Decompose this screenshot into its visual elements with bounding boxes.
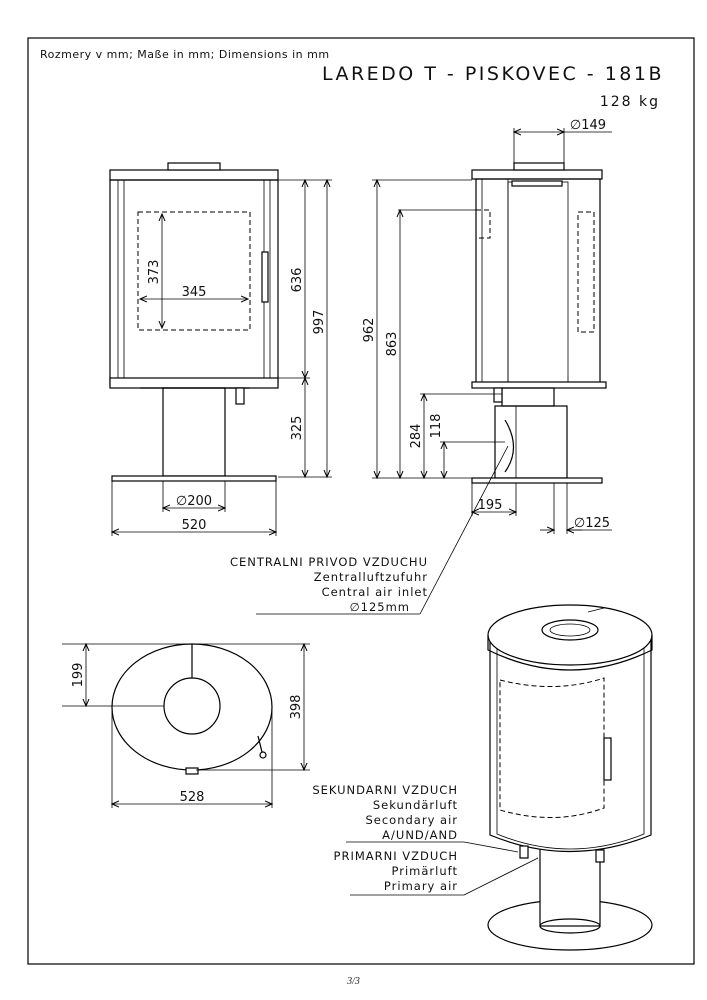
svg-text:Secondary air: Secondary air	[365, 813, 458, 827]
side-pedestal-pipe	[494, 405, 568, 479]
svg-text:398: 398	[289, 695, 304, 720]
front-pedestal-pipe	[162, 387, 226, 477]
svg-text:528: 528	[180, 790, 205, 805]
svg-text:Central air inlet: Central air inlet	[322, 585, 428, 599]
svg-text:PRIMARNI VZDUCH: PRIMARNI VZDUCH	[334, 849, 458, 863]
units-note: Rozmery v mm; Maße in mm; Dimensions in …	[40, 48, 330, 61]
svg-text:199: 199	[71, 663, 86, 688]
side-base-plate	[471, 477, 603, 484]
svg-text:SEKUNDARNI VZDUCH: SEKUNDARNI VZDUCH	[312, 783, 458, 797]
front-base-plate	[111, 475, 277, 482]
svg-text:Zentralluftzufuhr: Zentralluftzufuhr	[314, 570, 428, 584]
top-view	[111, 643, 273, 775]
svg-text:∅149: ∅149	[570, 118, 606, 133]
weight-label: 128 kg	[600, 94, 660, 110]
svg-text:Primärluft: Primärluft	[392, 864, 458, 878]
drawing-frame	[27, 37, 695, 965]
air-supply-labels: SEKUNDARNI VZDUCH Sekundärluft Secondary…	[312, 783, 539, 896]
top-view-flue-collar	[163, 677, 221, 735]
svg-text:863: 863	[385, 332, 400, 357]
perspective-view	[487, 604, 653, 951]
svg-text:997: 997	[312, 310, 327, 335]
svg-text:373: 373	[147, 260, 162, 285]
svg-text:118: 118	[429, 414, 444, 439]
front-glass-window	[137, 211, 251, 331]
central-air-callout: CENTRALNI PRIVOD VZDUCHU Zentralluftzufu…	[230, 445, 509, 615]
side-dimensions: ∅149 962 863 284 118 195 ∅125	[362, 118, 612, 534]
page-number: 3/3	[347, 976, 360, 987]
svg-text:CENTRALNI PRIVOD VZDUCHU: CENTRALNI PRIVOD VZDUCHU	[230, 555, 428, 569]
side-view	[471, 162, 607, 484]
svg-text:∅125mm: ∅125mm	[350, 600, 410, 614]
svg-text:Primary air: Primary air	[384, 879, 458, 893]
svg-text:345: 345	[182, 285, 207, 300]
drawing-title: LAREDO T - PISKOVEC - 181B	[322, 63, 664, 85]
svg-text:195: 195	[478, 498, 503, 513]
svg-text:636: 636	[290, 268, 305, 293]
svg-text:962: 962	[362, 318, 377, 343]
svg-text:∅125: ∅125	[574, 516, 610, 531]
svg-text:Sekundärluft: Sekundärluft	[373, 798, 458, 812]
front-dimensions: 373 345 636 997 325 ∅200 520	[112, 180, 332, 536]
svg-text:∅200: ∅200	[176, 494, 212, 509]
svg-text:325: 325	[290, 416, 305, 441]
svg-text:520: 520	[182, 518, 207, 533]
svg-text:284: 284	[409, 424, 424, 449]
front-view	[109, 162, 279, 482]
top-view-dimensions: 199 398 528	[62, 644, 310, 808]
svg-text:A/UND/AND: A/UND/AND	[382, 828, 458, 842]
